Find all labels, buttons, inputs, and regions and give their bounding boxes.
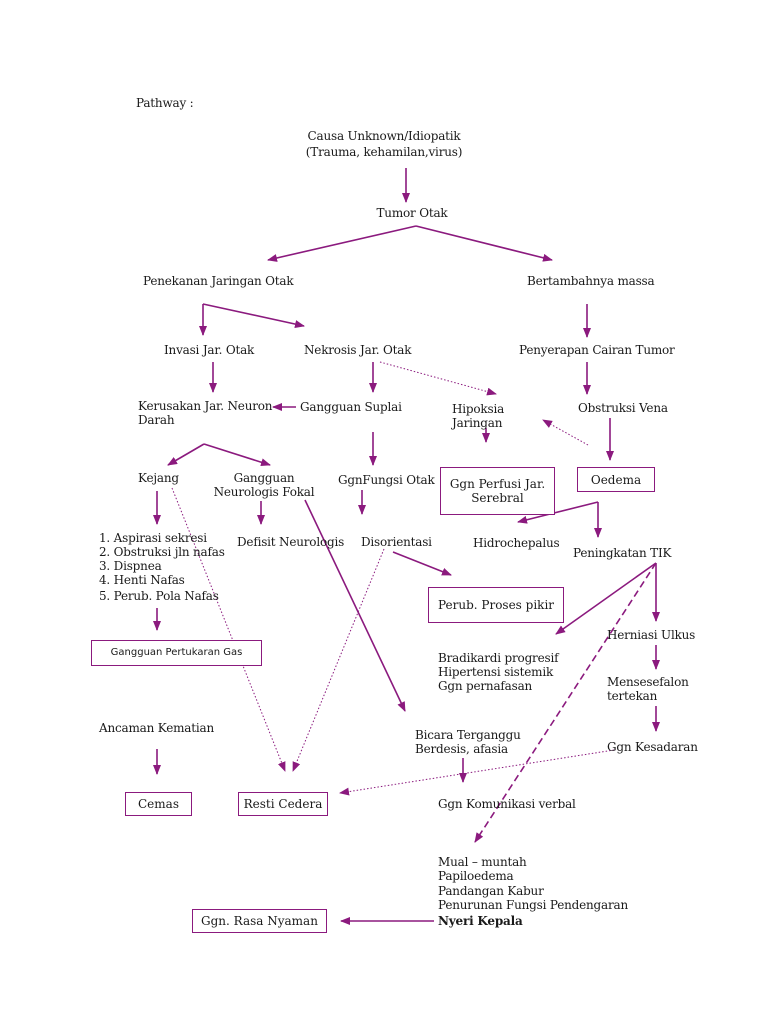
list-item-4: 4. Henti Nafas [99, 573, 185, 587]
box-oedema: Oedema [577, 467, 655, 492]
box-ggn-rasa-nyaman: Ggn. Rasa Nyaman [192, 909, 327, 933]
node-gangguan-neuro: Gangguan [233, 471, 295, 485]
node-pandangan: Pandangan Kabur [438, 884, 544, 898]
node-nyeri-kepala: Nyeri Kepala [438, 914, 523, 928]
node-kerusakan-darah: Darah [138, 413, 175, 427]
box-ggn-perfusi-l2: Serebral [471, 491, 524, 505]
pathway-heading: Pathway : [136, 96, 194, 110]
node-mensesefalon: Mensesefalon [607, 675, 689, 689]
arrow-penekanan-nekrosis [202, 303, 305, 328]
node-berdesis: Berdesis, afasia [415, 742, 508, 756]
node-defisit: Defisit Neurologis [237, 535, 345, 549]
node-penekanan: Penekanan Jaringan Otak [143, 274, 294, 288]
node-hipertensi: Hipertensi sistemik [438, 665, 554, 679]
node-tertekan: tertekan [607, 689, 658, 703]
arrow-oedema-hipoksia [542, 419, 589, 446]
arrow-kejang-split-right [203, 443, 271, 467]
node-ggn-fungsi-otak: GgnFungsi Otak [338, 473, 435, 487]
node-hidrochepalus: Hidrochepalus [473, 536, 560, 550]
list-item-3: 3. Dispnea [99, 559, 162, 573]
node-hipoksia: Hipoksia [452, 402, 505, 416]
node-penyerapan: Penyerapan Cairan Tumor [519, 343, 675, 357]
node-herniasi: Herniasi Ulkus [607, 628, 696, 642]
arrow-tik-nyeri [474, 562, 657, 843]
arrow-tumor-bertambahnya [415, 225, 553, 262]
node-disorientasi: Disorientasi [361, 535, 432, 549]
arrow-kesadaran-resti [339, 749, 615, 796]
arrow-tumor-penekanan [267, 225, 417, 262]
node-ggn-pernafasan: Ggn pernafasan [438, 679, 533, 693]
box-perub-proses: Perub. Proses pikir [428, 587, 564, 623]
box-resti-cedera: Resti Cedera [238, 792, 328, 816]
node-penurunan: Penurunan Fungsi Pendengaran [438, 898, 628, 912]
node-kerusakan: Kerusakan Jar. Neuron [138, 399, 273, 413]
arrow-disorientasi-perub [392, 551, 452, 576]
node-nekrosis: Nekrosis Jar. Otak [304, 343, 412, 357]
node-gangguan-suplai: Gangguan Suplai [300, 400, 402, 414]
list-item-1: 1. Aspirasi sekresi [99, 531, 207, 545]
node-ggn-kesadaran: Ggn Kesadaran [607, 740, 698, 754]
box-ggn-perfusi-l1: Ggn Perfusi Jar. [449, 477, 546, 491]
arrow-tik-bradikardi [555, 562, 657, 635]
box-gangguan-pertukaran: Gangguan Pertukaran Gas [91, 640, 262, 666]
node-tumor-otak: Tumor Otak [376, 206, 448, 220]
arrow-oedema-hidro [517, 501, 599, 524]
arrow-nekrosis-hipoksia [379, 361, 497, 396]
node-invasi: Invasi Jar. Otak [164, 343, 255, 357]
node-bertambahnya-massa: Bertambahnya massa [527, 274, 655, 288]
node-kejang: Kejang [138, 471, 179, 485]
node-bradikardi: Bradikardi progresif [438, 651, 559, 665]
arrow-kejang-split-left [167, 443, 205, 466]
node-mual: Mual – muntah [438, 855, 527, 869]
node-causa: Causa Unknown/Idiopatik [307, 129, 461, 143]
box-ggn-perfusi: Ggn Perfusi Jar. Serebral [440, 467, 555, 515]
node-obstruksi-vena: Obstruksi Vena [578, 401, 668, 415]
node-peningkatan-tik: Peningkatan TIK [573, 546, 672, 560]
node-ggn-komunikasi: Ggn Komunikasi verbal [438, 797, 576, 811]
arrow-neuro-bicara [304, 499, 406, 712]
node-hipoksia-jaringan: Jaringan [452, 416, 503, 430]
node-bicara: Bicara Terganggu [415, 728, 521, 742]
box-cemas: Cemas [125, 792, 192, 816]
node-papiloedema: Papiloedema [438, 869, 514, 883]
list-item-2: 2. Obstruksi jln nafas [99, 545, 225, 559]
node-causa-sub: (Trauma, kehamilan,virus) [305, 145, 463, 159]
list-item-5: 5. Perub. Pola Nafas [99, 589, 219, 603]
node-neuro-fokal: Neurologis Fokal [213, 485, 315, 499]
arrow-disorientasi-resti [292, 548, 385, 772]
node-ancaman: Ancaman Kematian [99, 721, 214, 735]
